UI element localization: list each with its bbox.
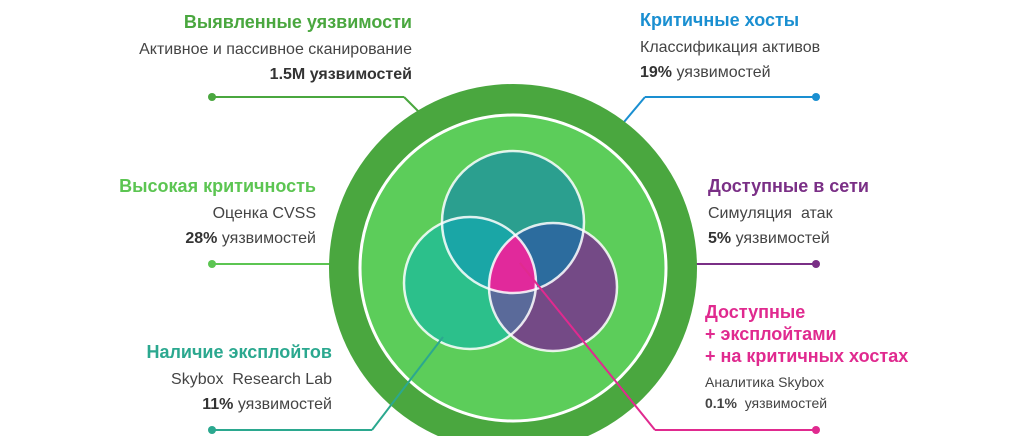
label-hosts-title: Критичные хосты — [640, 10, 800, 30]
label-combined-subtitle: Аналитика Skybox — [705, 373, 825, 390]
label-reachable-subtitle: Симуляция атак — [708, 204, 833, 222]
label-vulns-title: Выявленные уязвимости — [183, 12, 412, 32]
label-vulns-subtitle: Активное и пассивное сканирование — [139, 40, 412, 58]
label-reachable-stat-value: 5% — [708, 229, 732, 247]
label-exploits: Наличие эксплойтов Skybox Research Lab 1… — [146, 342, 332, 414]
label-reachable-stat: 5% уязвимостей — [708, 229, 869, 248]
connector-hosts-dot — [812, 93, 820, 101]
label-reachable-stat-text: уязвимостей — [731, 229, 830, 247]
label-exploits-stat: 11% уязвимостей — [146, 395, 332, 414]
connector-reachable-dot — [812, 260, 820, 268]
label-combined-title-1: Доступные — [705, 302, 806, 322]
overlap-all-three — [489, 223, 536, 293]
label-combined-title-2: + эксплойтами — [705, 323, 837, 344]
connector-critical-dot — [208, 260, 216, 268]
label-hosts: Критичные хосты Классификация активов 19… — [640, 10, 820, 82]
label-hosts-stat: 19% уязвимостей — [640, 63, 820, 82]
label-combined-stat-value: 0.1% — [705, 394, 737, 411]
label-critical-subtitle: Оценка CVSS — [212, 204, 316, 222]
label-combined-stat: 0.1% уязвимостей — [705, 395, 908, 412]
label-critical-stat-text: уязвимостей — [217, 229, 316, 247]
connector-exploits-dot — [208, 426, 216, 434]
label-vulns: Выявленные уязвимости Активное и пассивн… — [139, 12, 412, 84]
label-exploits-title: Наличие эксплойтов — [146, 342, 332, 362]
label-reachable-title: Доступные в сети — [708, 176, 869, 196]
label-critical-stat-value: 28% — [185, 229, 218, 247]
connector-combined-dot — [812, 426, 820, 434]
inner-ring-line — [358, 113, 668, 423]
label-combined: Доступные + эксплойтами + на критичных х… — [705, 302, 908, 411]
label-vulns-stat-text: уязвимостей — [305, 65, 412, 83]
outline-right — [487, 221, 619, 353]
label-hosts-subtitle: Классификация активов — [640, 38, 821, 56]
label-hosts-stat-text: уязвимостей — [672, 63, 771, 81]
label-exploits-stat-text: уязвимостей — [233, 395, 332, 413]
label-exploits-stat-value: 11% — [202, 395, 234, 413]
label-critical-title: Высокая критичность — [119, 176, 316, 196]
label-critical-stat: 28% уязвимостей — [119, 229, 316, 248]
label-vulns-stat-value: 1.5M — [269, 65, 306, 83]
connector-vulns-dot — [208, 93, 216, 101]
label-critical: Высокая критичность Оценка CVSS 28% уязв… — [119, 176, 316, 248]
label-hosts-stat-value: 19% — [640, 63, 673, 81]
label-vulns-stat: 1.5M уязвимостей — [139, 65, 412, 84]
label-exploits-subtitle: Skybox Research Lab — [171, 370, 332, 388]
label-combined-stat-text: уязвимостей — [736, 394, 828, 411]
label-combined-title-3: + на критичных хостах — [705, 345, 909, 366]
label-reachable: Доступные в сети Симуляция атак 5% уязви… — [708, 176, 869, 248]
connector-combined-diag — [519, 262, 656, 431]
connector-exploits-diag — [371, 336, 444, 431]
